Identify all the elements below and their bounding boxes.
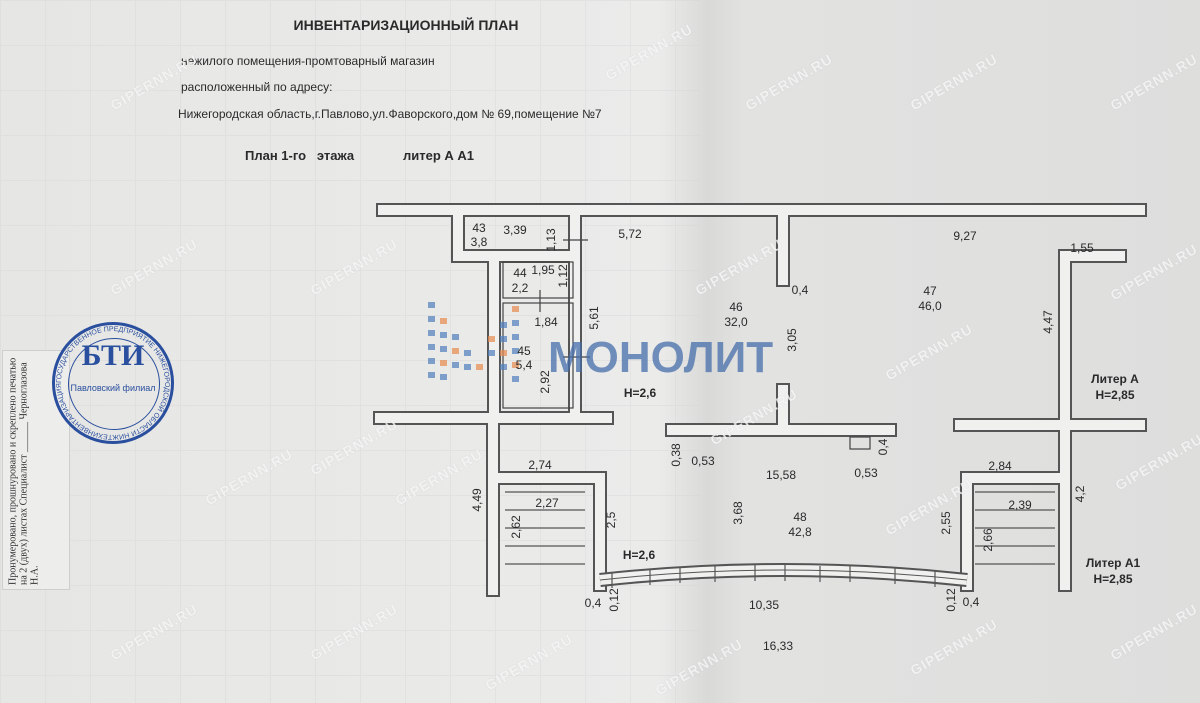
dim-label: 2,5 bbox=[604, 511, 618, 529]
dim-label: 1,13 bbox=[544, 228, 558, 252]
liter-a1-height: H=2,85 bbox=[1093, 572, 1133, 586]
dim-label: 1,95 bbox=[531, 263, 555, 277]
premises-type: нежилого помещения-промтоварный магазин bbox=[181, 54, 435, 68]
room-44-number: 44 bbox=[513, 266, 527, 280]
room-44-area: 2,2 bbox=[511, 281, 529, 295]
stamp-center-text: БТИ bbox=[81, 339, 145, 372]
dim-label: 1,55 bbox=[1070, 241, 1094, 255]
dim-label: 2,74 bbox=[528, 458, 552, 472]
dim-label: 0,12 bbox=[607, 588, 621, 612]
dim-label: 3,68 bbox=[731, 501, 745, 525]
dim-label: 0,4 bbox=[962, 595, 980, 609]
stamp-inner-ring bbox=[68, 338, 160, 430]
dim-label: 2,39 bbox=[1008, 498, 1032, 512]
plan-title: ИНВЕНТАРИЗАЦИОННЫЙ ПЛАН bbox=[293, 17, 519, 33]
stamp-branch: Павловский филиал bbox=[70, 383, 156, 393]
dim-label: 1,12 bbox=[556, 264, 570, 288]
address: Нижегородская область,г.Павлово,ул.Фавор… bbox=[178, 107, 602, 121]
bti-stamp: БТИ Павловский филиал bbox=[52, 322, 174, 444]
dim-label: 0,4 bbox=[791, 283, 809, 297]
dim-label: 9,27 bbox=[953, 229, 977, 243]
dim-label: 10,35 bbox=[748, 598, 780, 612]
monolit-logo: МОНОЛИТ bbox=[548, 333, 774, 382]
dim-label: 2,62 bbox=[509, 515, 523, 539]
stairs bbox=[505, 491, 1055, 565]
dim-label: 0,53 bbox=[691, 454, 715, 468]
room-48-area: 42,8 bbox=[788, 525, 812, 539]
dim-label: 4,49 bbox=[470, 488, 484, 512]
room-47-number: 47 bbox=[923, 284, 937, 298]
ceiling-height: H=2,6 bbox=[623, 386, 657, 400]
monolit-logo-icon bbox=[428, 302, 519, 382]
dim-label: 5,61 bbox=[587, 306, 601, 330]
dim-label: 1,84 bbox=[534, 315, 558, 329]
dim-label: 0,38 bbox=[669, 443, 683, 467]
dim-label: 2,66 bbox=[981, 528, 995, 552]
room-45-number: 45 bbox=[517, 344, 531, 358]
binding-note: Пронумеровано, прошнуровано и скреплено … bbox=[7, 357, 41, 585]
room-43-number: 43 bbox=[472, 221, 486, 235]
floor-label: План 1-го этажа bbox=[245, 148, 355, 163]
dim-label: 2,27 bbox=[535, 496, 559, 510]
dim-label: 2,84 bbox=[988, 459, 1012, 473]
dim-label: 3,39 bbox=[503, 223, 527, 237]
dim-label: 5,72 bbox=[618, 227, 642, 241]
dim-label: 4,2 bbox=[1073, 485, 1087, 503]
dim-label: 2,55 bbox=[939, 511, 953, 535]
room-46-number: 46 bbox=[729, 300, 743, 314]
room-45-area: 5,4 bbox=[515, 358, 533, 372]
ceiling-height: H=2,6 bbox=[622, 548, 656, 562]
walls-inner bbox=[375, 205, 1145, 595]
dim-label: 0,4 bbox=[584, 596, 602, 610]
dim-label: 15,58 bbox=[765, 468, 797, 482]
dim-label: 0,12 bbox=[944, 588, 958, 612]
front-facade bbox=[599, 563, 968, 588]
room-47-area: 46,0 bbox=[918, 299, 942, 313]
room-43-area: 3,8 bbox=[470, 235, 488, 249]
room-46-area: 32,0 bbox=[724, 315, 748, 329]
dim-label: 16,33 bbox=[762, 639, 794, 653]
dim-label: 4,47 bbox=[1041, 310, 1055, 334]
dim-label: 2,92 bbox=[538, 370, 552, 394]
liter-label: литер А А1 bbox=[403, 148, 475, 163]
room-48-number: 48 bbox=[793, 510, 807, 524]
liter-a-name: Литер А bbox=[1091, 372, 1139, 386]
address-label: расположенный по адресу: bbox=[181, 80, 333, 94]
dim-label: 0,53 bbox=[854, 466, 878, 480]
dim-label: 0,4 bbox=[876, 438, 890, 456]
liter-a1-name: Литер А1 bbox=[1085, 556, 1141, 570]
liter-a-height: H=2,85 bbox=[1095, 388, 1135, 402]
dim-label: 3,05 bbox=[785, 328, 799, 352]
